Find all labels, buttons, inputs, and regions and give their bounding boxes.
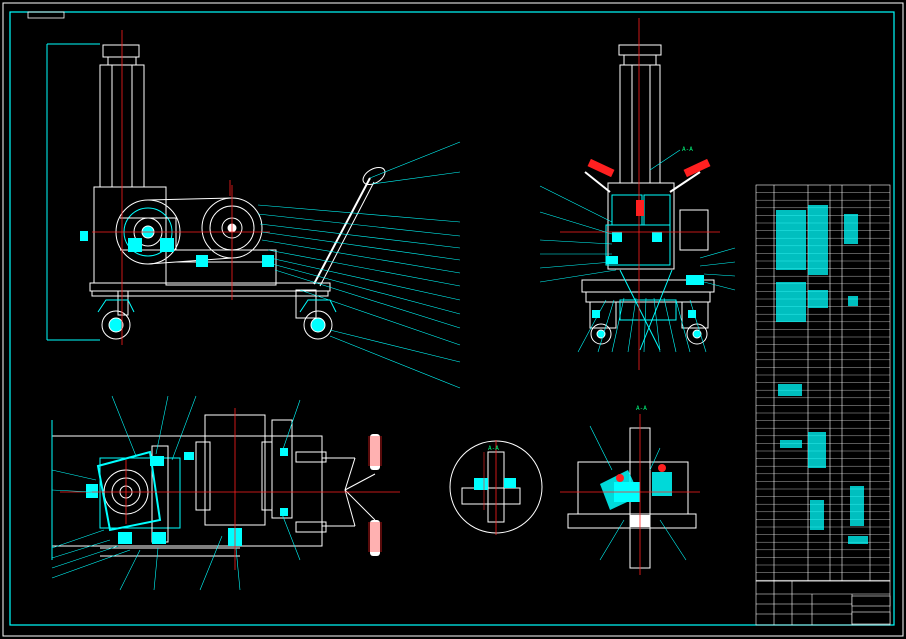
- table-cell-highlight: [778, 384, 802, 396]
- front-view: [46, 43, 386, 341]
- table-cell-highlight: [810, 500, 824, 530]
- side-view-leaders: [539, 149, 736, 353]
- section-label-top-right: A-A: [682, 146, 693, 153]
- table-cell-highlight: [808, 290, 828, 308]
- section-view-aa: [567, 427, 697, 569]
- table-cell-highlight: [850, 486, 864, 526]
- plan-view-handles: [368, 434, 382, 556]
- side-view: [581, 44, 715, 351]
- table-cell-highlight: [808, 432, 826, 468]
- side-view-parts: [592, 200, 704, 318]
- plan-view-centerlines: [60, 408, 400, 570]
- parts-list-highlights: [776, 205, 868, 544]
- side-view-centerlines: [560, 18, 720, 370]
- plan-view-leaders: [51, 395, 301, 591]
- table-cell-highlight: [844, 214, 858, 244]
- section-label-bottom-right: A-A: [636, 405, 647, 412]
- table-cell-highlight: [848, 296, 858, 306]
- plan-view-parts: [86, 448, 288, 546]
- title-block: [755, 580, 891, 626]
- table-cell-highlight: [776, 282, 806, 322]
- circle-detail: A-A: [449, 440, 543, 535]
- inner-frame: [9, 11, 895, 626]
- front-view-centerlines: [92, 30, 270, 345]
- corner-tag-box: [27, 11, 65, 19]
- plan-view: [51, 414, 376, 560]
- parts-list-table: [755, 184, 891, 582]
- table-cell-highlight: [780, 440, 802, 448]
- table-cell-highlight: [808, 205, 828, 275]
- section-label-circle: A-A: [488, 445, 499, 452]
- table-cell-highlight: [848, 536, 868, 544]
- table-cell-highlight: [776, 210, 806, 270]
- front-view-leaders: [257, 141, 461, 389]
- section-view-centerlines: [560, 414, 700, 575]
- section-view-leaders: [589, 425, 687, 561]
- side-view-handles: [584, 158, 711, 193]
